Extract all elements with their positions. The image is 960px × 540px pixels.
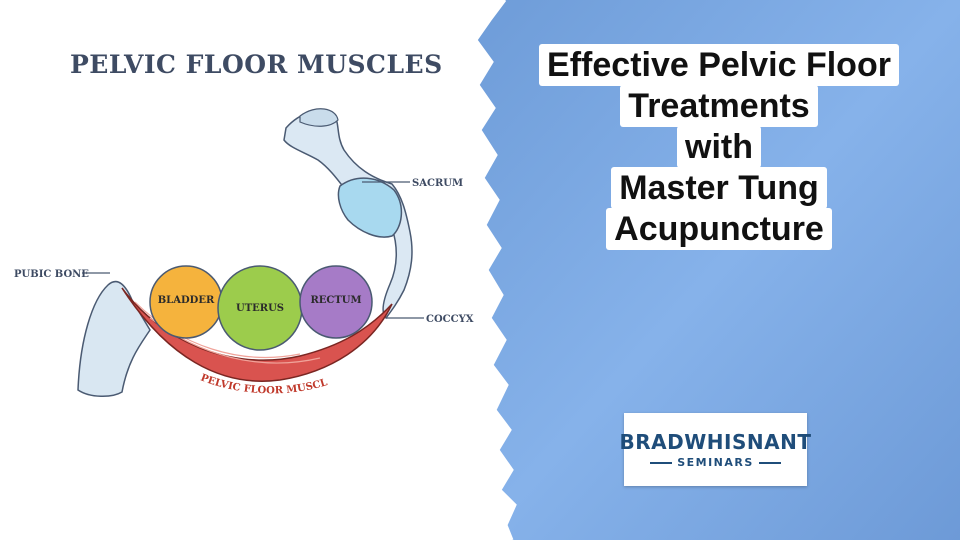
headline-line-2: Treatments <box>620 85 818 127</box>
headline-line-5: Acupuncture <box>606 208 832 250</box>
logo-rule-right <box>758 461 781 464</box>
logo-sub-row: SEMINARS <box>650 456 781 469</box>
brad-whisnant-seminars-logo[interactable]: BRADWHISNANT SEMINARS <box>620 413 811 486</box>
rectum-shape <box>299 265 373 339</box>
rectum-label: RECTUM <box>310 295 361 306</box>
headline-line-3: with <box>677 126 761 168</box>
coccyx-label: COCCYX <box>426 314 474 325</box>
pelvic-floor-diagram: SACRUM COCCYX PUBIC BONE BLADDER UTERUS … <box>0 0 474 397</box>
logo-main-text: BRADWHISNANT <box>619 430 812 454</box>
logo-rule-left <box>650 461 673 464</box>
headline-line-4: Master Tung <box>611 167 827 209</box>
sacrum-wing <box>337 177 403 238</box>
logo-sub-text: SEMINARS <box>677 456 754 469</box>
pubic-bone-shape <box>77 280 151 397</box>
bladder-label: BLADDER <box>158 295 215 306</box>
sacrum-label: SACRUM <box>412 178 463 189</box>
headline-line-1: Effective Pelvic Floor <box>539 44 899 86</box>
headline: Effective Pelvic Floor Treatments with M… <box>515 44 923 250</box>
pubic-bone-label: PUBIC BONE <box>14 269 89 280</box>
diagram-title: PELVIC FLOOR MUSCLES <box>70 50 443 79</box>
uterus-label: UTERUS <box>236 303 284 314</box>
